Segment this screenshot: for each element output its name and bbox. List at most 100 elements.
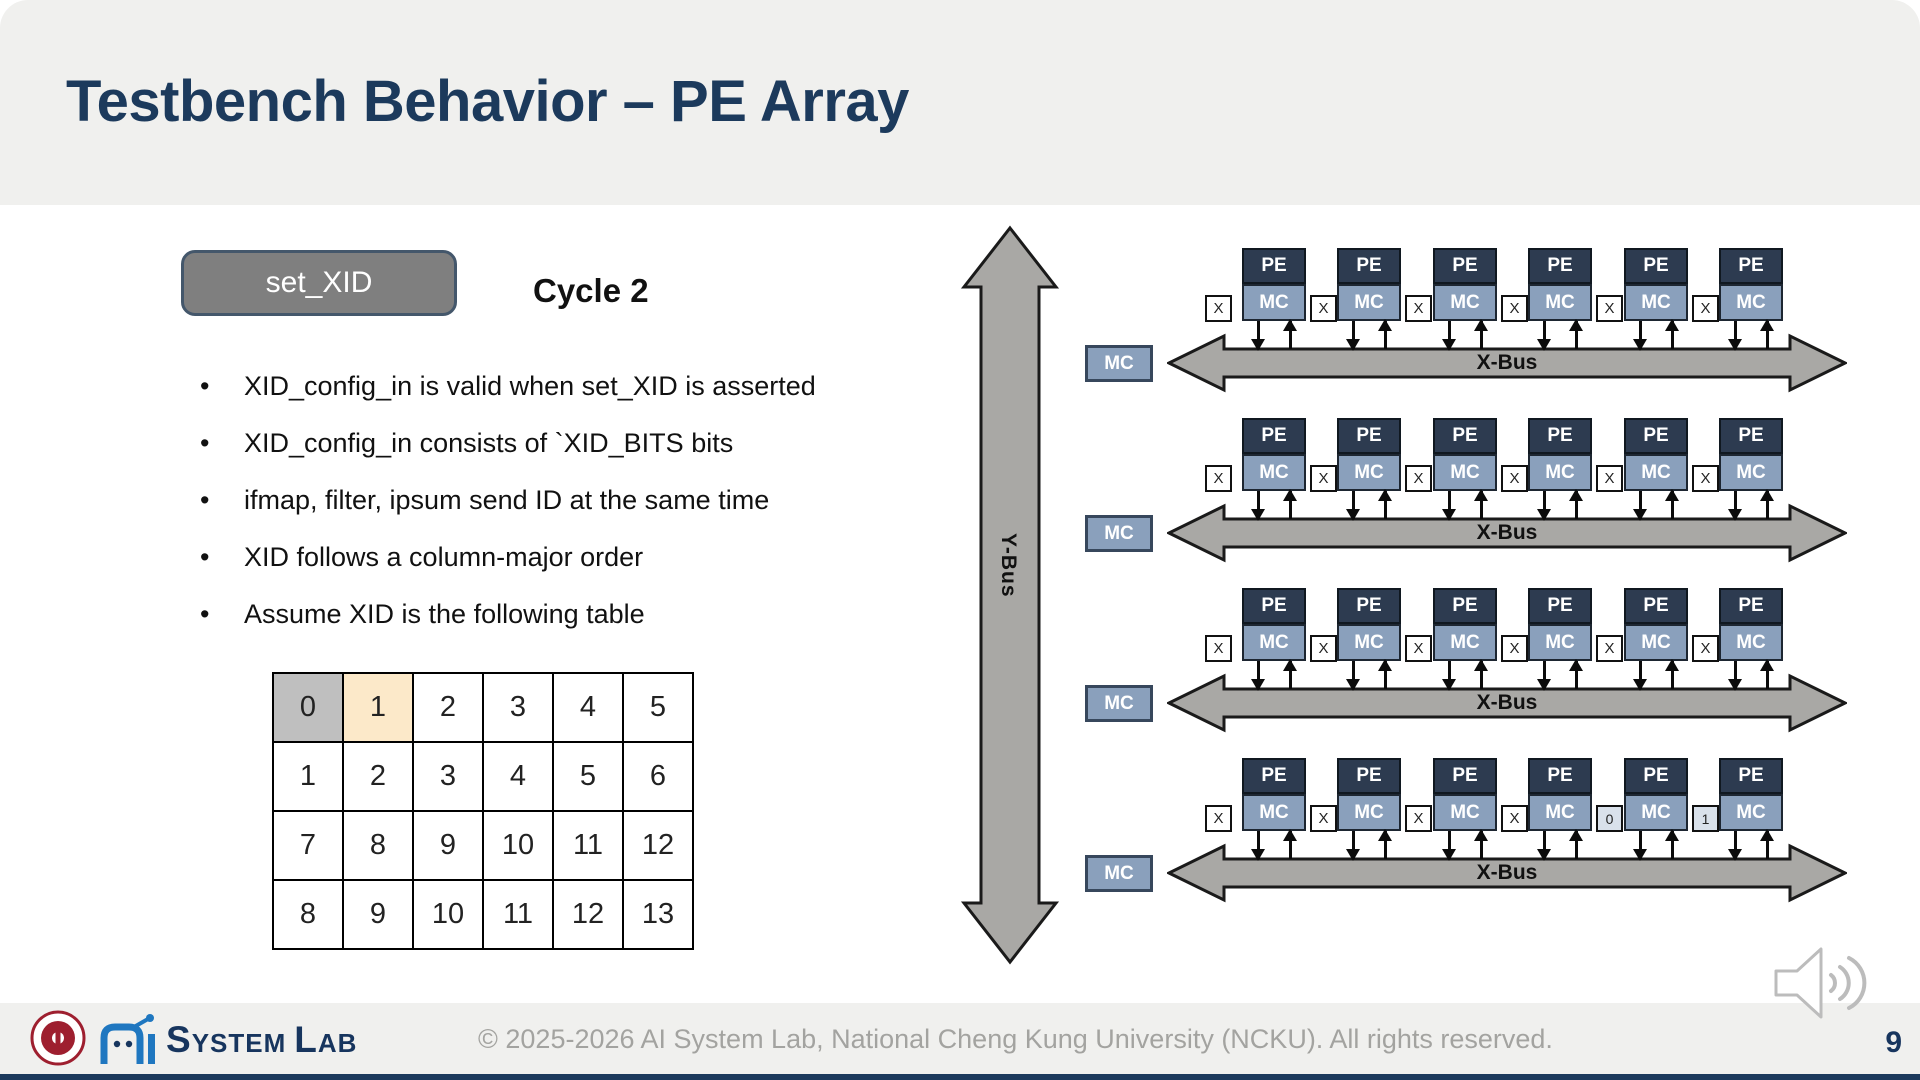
- mc-box: MC: [1242, 794, 1306, 831]
- xid-cell: 3: [482, 672, 554, 743]
- pe-box: PE: [1337, 758, 1401, 794]
- arrow-down-icon: [1251, 661, 1265, 691]
- mc-box: MC: [1624, 794, 1688, 831]
- xid-connector-box: X: [1596, 465, 1623, 492]
- xid-connector-box: X: [1692, 465, 1719, 492]
- xid-cell: 2: [342, 741, 414, 812]
- xid-connector-box: X: [1310, 295, 1337, 322]
- arrow-up-icon: [1665, 659, 1679, 689]
- xid-cell: 5: [552, 741, 624, 812]
- xid-cell: 7: [272, 810, 344, 881]
- xid-connector-box: X: [1501, 465, 1528, 492]
- pe-box: PE: [1719, 418, 1783, 454]
- arrow-up-icon: [1569, 829, 1583, 859]
- arrow-up-icon: [1760, 319, 1774, 349]
- x-bus-arrow: [1167, 333, 1847, 393]
- xid-connector-box: X: [1405, 465, 1432, 492]
- xid-connector-box: X: [1501, 635, 1528, 662]
- arrow-down-icon: [1346, 661, 1360, 691]
- xid-cell: 8: [342, 810, 414, 881]
- ncku-emblem-logo: [30, 1010, 86, 1066]
- x-bus-arrow: [1167, 843, 1847, 903]
- arrow-down-icon: [1728, 321, 1742, 351]
- title-band: Testbench Behavior – PE Array: [0, 0, 1920, 205]
- arrow-up-icon: [1474, 489, 1488, 519]
- xid-cell: 6: [622, 741, 694, 812]
- bullet-item: XID_config_in is valid when set_XID is a…: [196, 370, 916, 402]
- mc-box: MC: [1242, 624, 1306, 661]
- arrow-up-icon: [1283, 319, 1297, 349]
- pe-box: PE: [1433, 588, 1497, 624]
- xid-connector-box: X: [1405, 295, 1432, 322]
- xid-cell: 4: [482, 741, 554, 812]
- pe-box: PE: [1337, 418, 1401, 454]
- xid-cell: 1: [342, 672, 414, 743]
- xid-cell: 1: [272, 741, 344, 812]
- arrow-down-icon: [1728, 831, 1742, 861]
- xid-cell: 9: [342, 879, 414, 950]
- xid-connector-box: X: [1205, 635, 1232, 662]
- pe-box: PE: [1624, 248, 1688, 284]
- mc-box: MC: [1719, 624, 1783, 661]
- arrow-down-icon: [1537, 491, 1551, 521]
- footer-bar: [0, 1003, 1920, 1074]
- arrow-down-icon: [1633, 321, 1647, 351]
- mc-box: MC: [1719, 284, 1783, 321]
- arrow-up-icon: [1665, 489, 1679, 519]
- x-bus-label: X-Bus: [1476, 351, 1538, 374]
- xid-connector-box: X: [1405, 635, 1432, 662]
- mc-box: MC: [1337, 794, 1401, 831]
- arrow-down-icon: [1251, 831, 1265, 861]
- pe-box: PE: [1719, 588, 1783, 624]
- pe-box: PE: [1719, 758, 1783, 794]
- arrow-up-icon: [1760, 659, 1774, 689]
- xid-cell: 12: [622, 810, 694, 881]
- arrow-down-icon: [1537, 831, 1551, 861]
- mc-box: MC: [1433, 454, 1497, 491]
- speaker-icon[interactable]: [1770, 942, 1876, 1024]
- pe-box: PE: [1624, 418, 1688, 454]
- xid-connector-box: X: [1310, 805, 1337, 832]
- mc-box: MC: [1433, 624, 1497, 661]
- ai-robot-icon: [100, 1014, 155, 1064]
- x-bus-label: X-Bus: [1476, 861, 1538, 884]
- bullet-item: ifmap, filter, ipsum send ID at the same…: [196, 484, 916, 516]
- mc-box: MC: [1433, 284, 1497, 321]
- ai-system-lab-logo: SYSTEM LAB: [96, 1014, 357, 1066]
- arrow-up-icon: [1569, 319, 1583, 349]
- x-bus-label: X-Bus: [1476, 691, 1538, 714]
- arrow-down-icon: [1633, 831, 1647, 861]
- xid-connector-box: X: [1692, 295, 1719, 322]
- xid-connector-box: X: [1205, 805, 1232, 832]
- x-bus-arrow: [1167, 503, 1847, 563]
- arrow-up-icon: [1378, 489, 1392, 519]
- pe-box: PE: [1337, 248, 1401, 284]
- mc-box: MC: [1624, 284, 1688, 321]
- mc-box: MC: [1528, 624, 1592, 661]
- xid-connector-box: X: [1596, 635, 1623, 662]
- arrow-down-icon: [1442, 321, 1456, 351]
- pe-box: PE: [1242, 248, 1306, 284]
- mc-box: MC: [1337, 454, 1401, 491]
- xid-connector-box: X: [1405, 805, 1432, 832]
- x-bus-label: X-Bus: [1476, 521, 1538, 544]
- pe-box: PE: [1433, 758, 1497, 794]
- x-bus-arrow: [1167, 673, 1847, 733]
- xid-cell: 13: [622, 879, 694, 950]
- arrow-down-icon: [1346, 321, 1360, 351]
- arrow-up-icon: [1665, 829, 1679, 859]
- pe-box: PE: [1242, 588, 1306, 624]
- arrow-down-icon: [1633, 491, 1647, 521]
- mc-row-chip: MC: [1085, 685, 1153, 722]
- arrow-up-icon: [1378, 319, 1392, 349]
- page-number: 9: [1885, 1026, 1902, 1059]
- arrow-down-icon: [1442, 661, 1456, 691]
- arrow-up-icon: [1569, 659, 1583, 689]
- arrow-up-icon: [1474, 829, 1488, 859]
- xid-connector-box: 0: [1596, 805, 1623, 832]
